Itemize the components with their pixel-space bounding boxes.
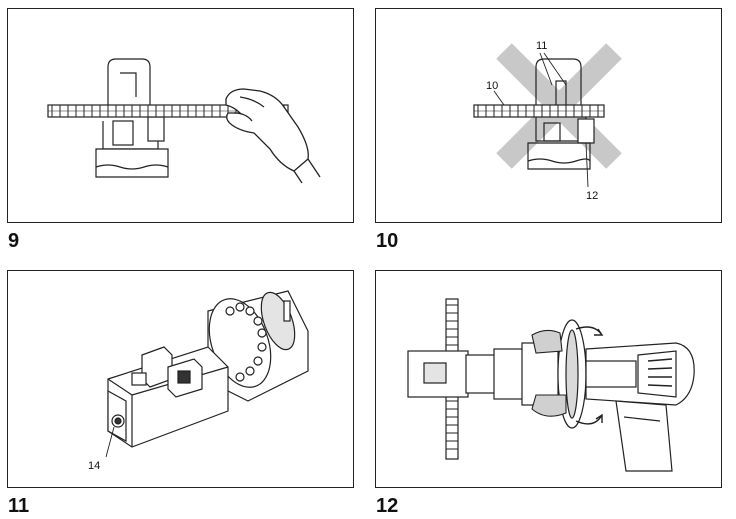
figure-number-12: 12 <box>376 495 399 517</box>
rotation-arrow-icon <box>575 326 604 425</box>
figure-number-9: 9 <box>8 230 20 252</box>
figure-10-illustration: 10 11 12 <box>473 40 622 202</box>
callout-12: 12 <box>586 190 598 202</box>
figure-10-panel: 10 11 12 <box>375 8 722 223</box>
callout-14: 14 <box>88 460 100 472</box>
figure-number-10: 10 <box>376 230 399 252</box>
callout-11: 11 <box>536 40 547 52</box>
figure-number-11: 11 <box>8 495 30 517</box>
gloved-hand <box>531 329 567 417</box>
figure-11-panel: 14 <box>7 270 354 488</box>
gloved-hand <box>225 88 321 184</box>
callout-10: 10 <box>486 80 498 92</box>
figure-9-illustration <box>47 58 321 184</box>
figure-12-illustration <box>407 298 695 472</box>
figure-11-illustration: 14 <box>88 290 309 472</box>
rebar <box>473 104 605 118</box>
figure-9-panel <box>7 8 354 223</box>
figure-12-panel <box>375 270 722 488</box>
